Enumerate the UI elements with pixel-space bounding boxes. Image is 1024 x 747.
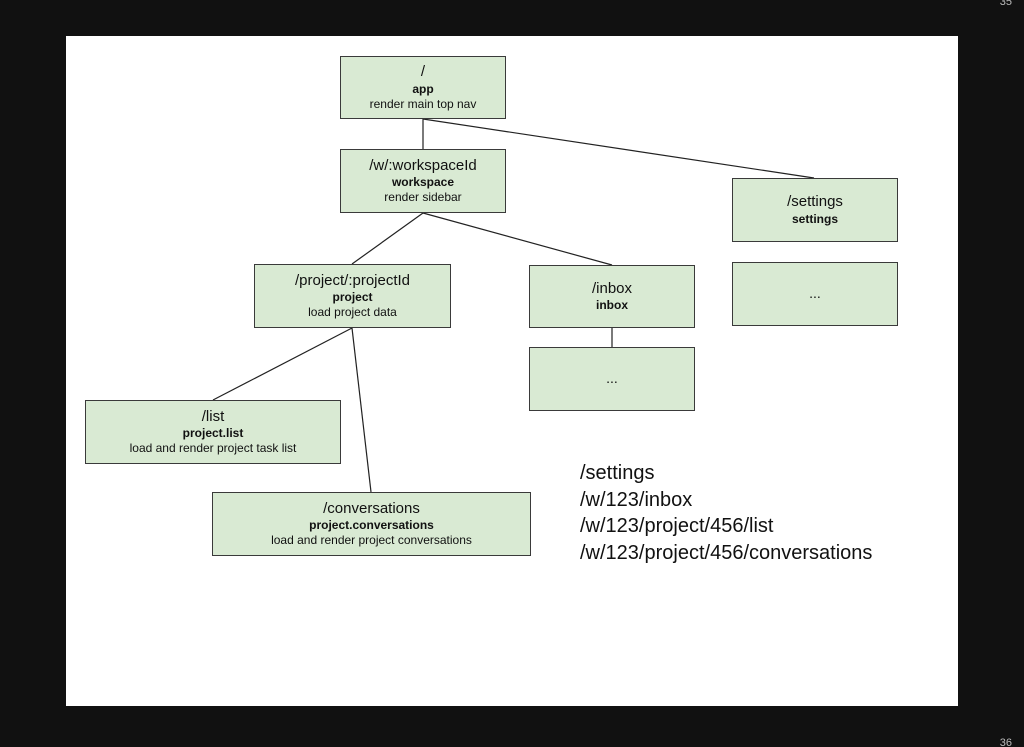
node-settings: /settings settings <box>732 178 898 242</box>
example-url: /w/123/project/456/list <box>580 515 774 537</box>
node-app-name: app <box>412 81 434 96</box>
node-list-desc: load and render project task list <box>129 441 297 456</box>
node-inbox: /inbox inbox <box>529 265 695 328</box>
example-url: /w/123/project/456/conversations <box>580 541 873 564</box>
node-settings-name: settings <box>791 211 838 226</box>
node-workspace: /w/:workspaceId workspace render sidebar <box>340 149 506 213</box>
node-inbox-path: /inbox <box>591 279 633 297</box>
node-conversations-path: /conversations <box>323 499 420 517</box>
edge-workspace-inbox <box>422 212 613 266</box>
node-settings-child-label: ... <box>809 285 821 302</box>
node-list-name: project.list <box>182 426 244 441</box>
node-project-desc: load project data <box>308 305 397 320</box>
page-number-bottom: 36 <box>999 737 1012 747</box>
node-settings-child: ... <box>732 262 898 326</box>
example-url: /w/123/inbox <box>580 488 693 511</box>
node-workspace-path: /w/:workspaceId <box>369 156 477 174</box>
page-number-top: 35 <box>999 0 1012 8</box>
tree-edges <box>212 118 815 493</box>
node-settings-path: /settings <box>787 193 843 211</box>
edge-workspace-project <box>351 212 424 265</box>
node-app: / app render main top nav <box>340 56 506 119</box>
node-app-desc: render main top nav <box>369 96 477 111</box>
example-url: /settings <box>580 462 655 484</box>
node-conversations-desc: load and render project conversations <box>271 533 472 548</box>
node-inbox-child: ... <box>529 347 695 411</box>
example-urls: /settings /w/123/inbox /w/123/project/45… <box>580 460 872 566</box>
node-conversations-name: project.conversations <box>309 518 434 533</box>
node-list: /list project.list load and render proje… <box>85 400 341 464</box>
node-project: /project/:projectId project load project… <box>254 264 451 328</box>
node-list-path: /list <box>201 407 225 425</box>
node-workspace-desc: render sidebar <box>384 190 462 205</box>
node-app-path: / <box>420 63 426 81</box>
node-project-name: project <box>332 290 373 305</box>
edge-root-settings <box>422 118 815 179</box>
edge-project-list <box>212 327 353 401</box>
node-workspace-name: workspace <box>391 175 455 190</box>
node-conversations: /conversations project.conversations loa… <box>212 492 531 556</box>
edge-project-conversations <box>351 327 372 493</box>
node-inbox-name: inbox <box>596 298 628 313</box>
node-inbox-child-label: ... <box>606 370 618 387</box>
slide: / app render main top nav /w/:workspaceI… <box>66 36 958 706</box>
node-project-path: /project/:projectId <box>294 271 411 289</box>
